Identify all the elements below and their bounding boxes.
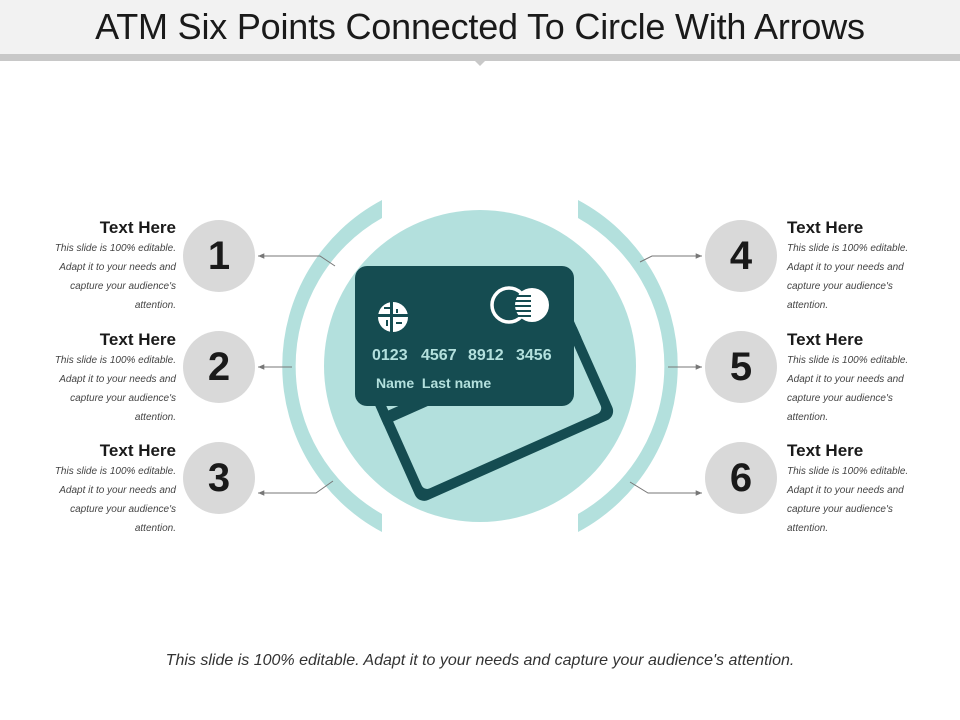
point-1-heading: Text Here (99, 218, 176, 237)
point-6-line-4: attention. (787, 523, 829, 534)
point-3-badge: 3 (183, 442, 255, 514)
point-4-line-4: attention. (787, 300, 829, 311)
card-chip-icon (378, 302, 408, 332)
point-2-badge: 2 (183, 331, 255, 403)
point-5-line-2: Adapt it to your needs and (787, 374, 904, 385)
point-6-line-3: capture your audience's (787, 504, 893, 515)
card-number-group-1: 0123 (372, 347, 408, 364)
point-3-line-4: attention. (134, 523, 176, 534)
card-number: 0123 4567 8912 3456 (372, 347, 552, 364)
point-1-line-2: Adapt it to your needs and (59, 262, 176, 273)
card-number-group-3: 8912 (468, 347, 504, 364)
point-2-body: This slide is 100% editable. Adapt it to… (36, 351, 176, 427)
card-number-group-2: 4567 (421, 347, 457, 364)
point-2-line-4: attention. (134, 412, 176, 423)
point-4-line-1: This slide is 100% editable. (787, 243, 909, 254)
point-4-body: This slide is 100% editable. Adapt it to… (787, 239, 927, 315)
outer-ring-right (578, 200, 678, 532)
point-5-body: This slide is 100% editable. Adapt it to… (787, 351, 927, 427)
point-6-badge: 6 (705, 442, 777, 514)
point-6-line-1: This slide is 100% editable. (787, 466, 909, 477)
connector-4 (639, 253, 702, 263)
point-5-badge: 5 (705, 331, 777, 403)
connector-6 (629, 481, 702, 496)
slide-title: ATM Six Points Connected To Circle With … (95, 6, 865, 47)
point-5-line-1: This slide is 100% editable. (787, 355, 909, 366)
card-number-group-4: 3456 (516, 347, 552, 364)
title-notch (475, 61, 485, 66)
point-2-text: Text Here This slide is 100% editable. A… (36, 330, 176, 427)
point-3-text: Text Here This slide is 100% editable. A… (36, 441, 176, 538)
point-1-badge: 1 (183, 220, 255, 292)
point-6-line-2: Adapt it to your needs and (787, 485, 904, 496)
slide-footer: This slide is 100% editable. Adapt it to… (165, 652, 795, 669)
point-3-body: This slide is 100% editable. Adapt it to… (36, 462, 176, 538)
point-5-line-4: attention. (787, 412, 829, 423)
point-1-line-4: attention. (134, 300, 176, 311)
point-3-line-1: This slide is 100% editable. (54, 466, 176, 477)
card-logo-icon (490, 286, 549, 324)
point-6-text: Text Here This slide is 100% editable. A… (787, 441, 927, 538)
card-holder-name: Name Last name (376, 375, 491, 391)
point-3-heading: Text Here (99, 441, 176, 460)
point-4-badge: 4 (705, 220, 777, 292)
title-rule (0, 54, 960, 61)
point-5-text: Text Here This slide is 100% editable. A… (787, 330, 927, 427)
point-1-text: Text Here This slide is 100% editable. A… (36, 218, 176, 315)
point-2-line-1: This slide is 100% editable. (54, 355, 176, 366)
point-3-line-2: Adapt it to your needs and (59, 485, 176, 496)
point-4-line-2: Adapt it to your needs and (787, 262, 904, 273)
point-4-line-3: capture your audience's (787, 281, 893, 292)
point-3-line-3: capture your audience's (70, 504, 176, 515)
point-2-line-2: Adapt it to your needs and (59, 374, 176, 385)
point-1-body: This slide is 100% editable. Adapt it to… (36, 239, 176, 315)
point-1-line-3: capture your audience's (70, 281, 176, 292)
point-6-body: This slide is 100% editable. Adapt it to… (787, 462, 927, 538)
point-5-heading: Text Here (787, 330, 864, 349)
outer-ring-left (282, 200, 382, 532)
point-4-text: Text Here This slide is 100% editable. A… (787, 218, 927, 315)
point-1-line-1: This slide is 100% editable. (54, 243, 176, 254)
connector-1 (258, 253, 336, 267)
connector-3 (258, 480, 334, 496)
point-6-heading: Text Here (787, 441, 864, 460)
point-2-heading: Text Here (99, 330, 176, 349)
point-2-line-3: capture your audience's (70, 393, 176, 404)
point-5-line-3: capture your audience's (787, 393, 893, 404)
point-4-heading: Text Here (787, 218, 864, 237)
title-band (0, 0, 960, 54)
